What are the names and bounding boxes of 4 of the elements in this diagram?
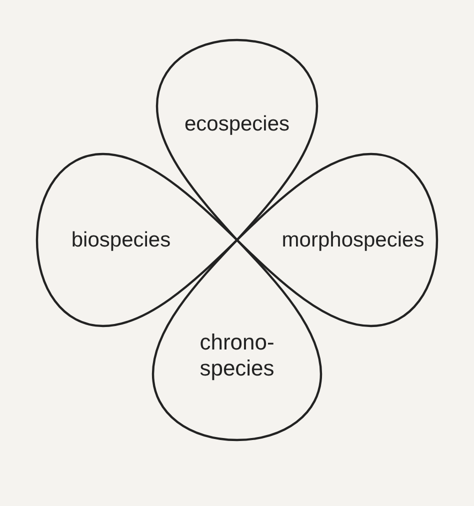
petal-label: biospecies [71, 227, 171, 253]
petal-label: chrono- species [198, 330, 276, 382]
petal-label: morphospecies [282, 227, 424, 253]
petal-label: ecospecies [184, 111, 290, 137]
